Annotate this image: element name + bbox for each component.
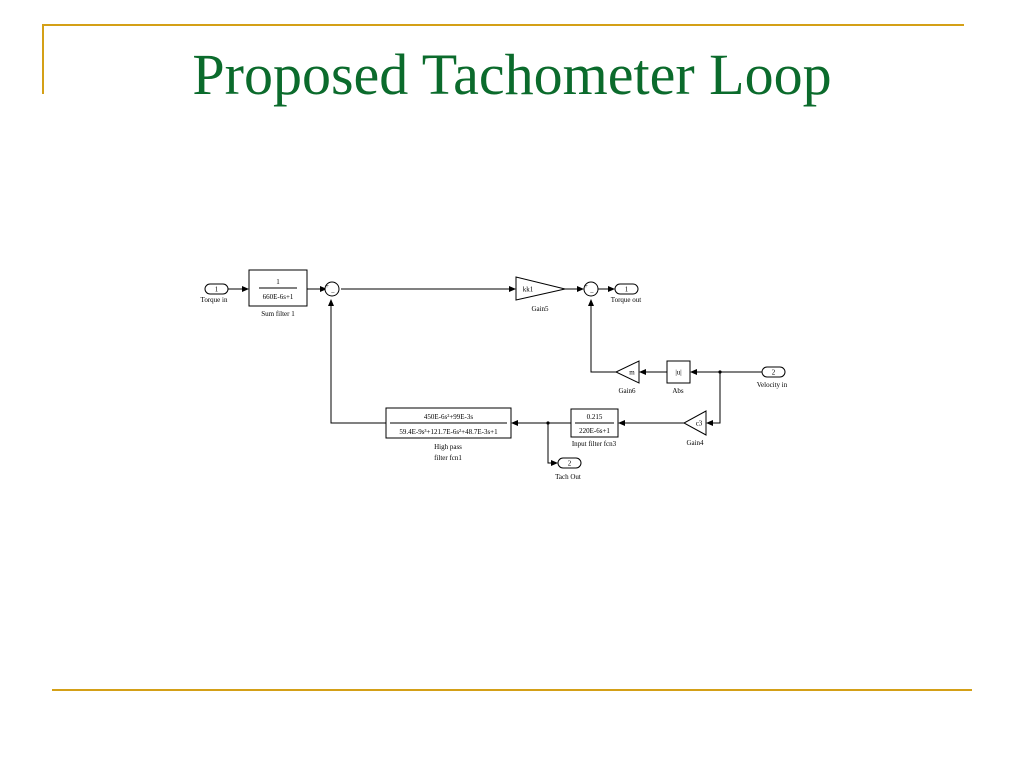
slide-title: Proposed Tachometer Loop	[192, 42, 832, 107]
sum-filter-numerator: 1	[276, 278, 280, 286]
arrowhead	[511, 420, 518, 426]
bottom-accent-rule	[52, 689, 972, 691]
abs-label: Abs	[672, 387, 684, 395]
input-filter-label: Input filter fcn3	[572, 440, 617, 448]
high-pass-label-line2: filter fcn1	[434, 454, 462, 462]
junction-dot-velocity	[718, 370, 722, 374]
block-abs: |u| Abs	[666, 360, 691, 395]
sum1-sign-plus: +	[325, 282, 329, 290]
gain4-value: c3	[696, 420, 703, 428]
gain6-triangle	[614, 360, 640, 384]
arrowheads	[242, 286, 713, 466]
arrowhead	[706, 420, 713, 426]
port-velocity-in-label: Velocity in	[757, 381, 788, 389]
arrowhead	[639, 369, 646, 375]
port-velocity-in: 2 Velocity in	[757, 366, 788, 389]
arrowhead	[551, 460, 558, 466]
port-velocity-in-number: 2	[772, 369, 776, 377]
arrowhead	[608, 286, 615, 292]
port-torque-out-shape	[614, 283, 639, 295]
port-torque-in: 1 Torque in	[201, 283, 229, 304]
block-high-pass: 450E-6s²+99E-3s 59.4E-9s³+121.7E-6s²+48.…	[385, 407, 512, 462]
line-gain6-to-sum2	[590, 305, 616, 373]
block-gain4: c3 Gain4	[682, 410, 707, 447]
sum-junction-2: + −	[583, 281, 599, 297]
line-branch-to-tach-out	[547, 423, 552, 464]
gain6-value: m	[629, 369, 635, 377]
port-torque-in-label: Torque in	[201, 296, 228, 304]
arrowhead	[577, 286, 584, 292]
gain4-triangle	[682, 410, 707, 436]
arrowhead	[320, 286, 327, 292]
block-input-filter: 0.215 220E-6s+1 Input filter fcn3	[570, 408, 619, 448]
arrowhead	[618, 420, 625, 426]
input-filter-numerator: 0.215	[587, 413, 603, 421]
high-pass-label-line1: High pass	[434, 443, 462, 451]
line-junction-to-gain4	[712, 372, 721, 424]
left-accent-rule	[42, 24, 44, 94]
port-tach-out-number: 2	[568, 460, 572, 468]
sum1-sign-minus: −	[331, 289, 335, 297]
high-pass-numerator: 450E-6s²+99E-3s	[424, 413, 473, 421]
gain5-triangle	[515, 276, 566, 301]
sum2-circle	[583, 281, 599, 297]
block-gain5: kk1 Gain5	[515, 276, 566, 313]
gain5-label: Gain5	[531, 305, 549, 313]
arrowhead	[509, 286, 516, 292]
input-filter-denominator: 220E-6s+1	[579, 427, 610, 435]
gain6-label: Gain6	[618, 387, 636, 395]
port-tach-out: 2 Tach Out	[555, 457, 582, 481]
port-torque-in-shape	[204, 283, 229, 295]
high-pass-denominator: 59.4E-9s³+121.7E-6s²+48.7E-3s+1	[399, 428, 498, 436]
block-gain6: m Gain6	[614, 360, 640, 395]
port-velocity-in-shape	[761, 366, 786, 378]
sum2-sign-plus: +	[584, 282, 588, 290]
signal-lines	[228, 288, 762, 464]
port-torque-out-label: Torque out	[611, 296, 641, 304]
arrowhead	[690, 369, 697, 375]
line-high-pass-to-sum1	[330, 305, 386, 424]
port-tach-out-label: Tach Out	[555, 473, 581, 481]
arrowhead	[328, 299, 334, 306]
gain4-label: Gain4	[686, 439, 704, 447]
arrowhead	[588, 299, 594, 306]
block-sum-filter: 1 660E-6s+1 Sum filter 1	[248, 269, 308, 318]
sum-filter-denominator: 660E-6s+1	[263, 293, 294, 301]
port-torque-out-number: 1	[625, 286, 629, 294]
gain5-value: kk1	[523, 286, 534, 294]
abs-value: |u|	[675, 369, 681, 377]
arrowhead	[242, 286, 249, 292]
sum-junction-1: + −	[324, 281, 340, 297]
sum2-sign-minus: −	[590, 289, 594, 297]
junction-dot-tach	[546, 421, 550, 425]
sum-filter-label: Sum filter 1	[261, 310, 295, 318]
abs-box	[666, 360, 691, 384]
port-torque-in-number: 1	[215, 286, 219, 294]
top-accent-rule	[42, 24, 964, 26]
sum1-circle	[324, 281, 340, 297]
port-tach-out-shape	[557, 457, 582, 469]
port-torque-out: 1 Torque out	[611, 283, 641, 304]
